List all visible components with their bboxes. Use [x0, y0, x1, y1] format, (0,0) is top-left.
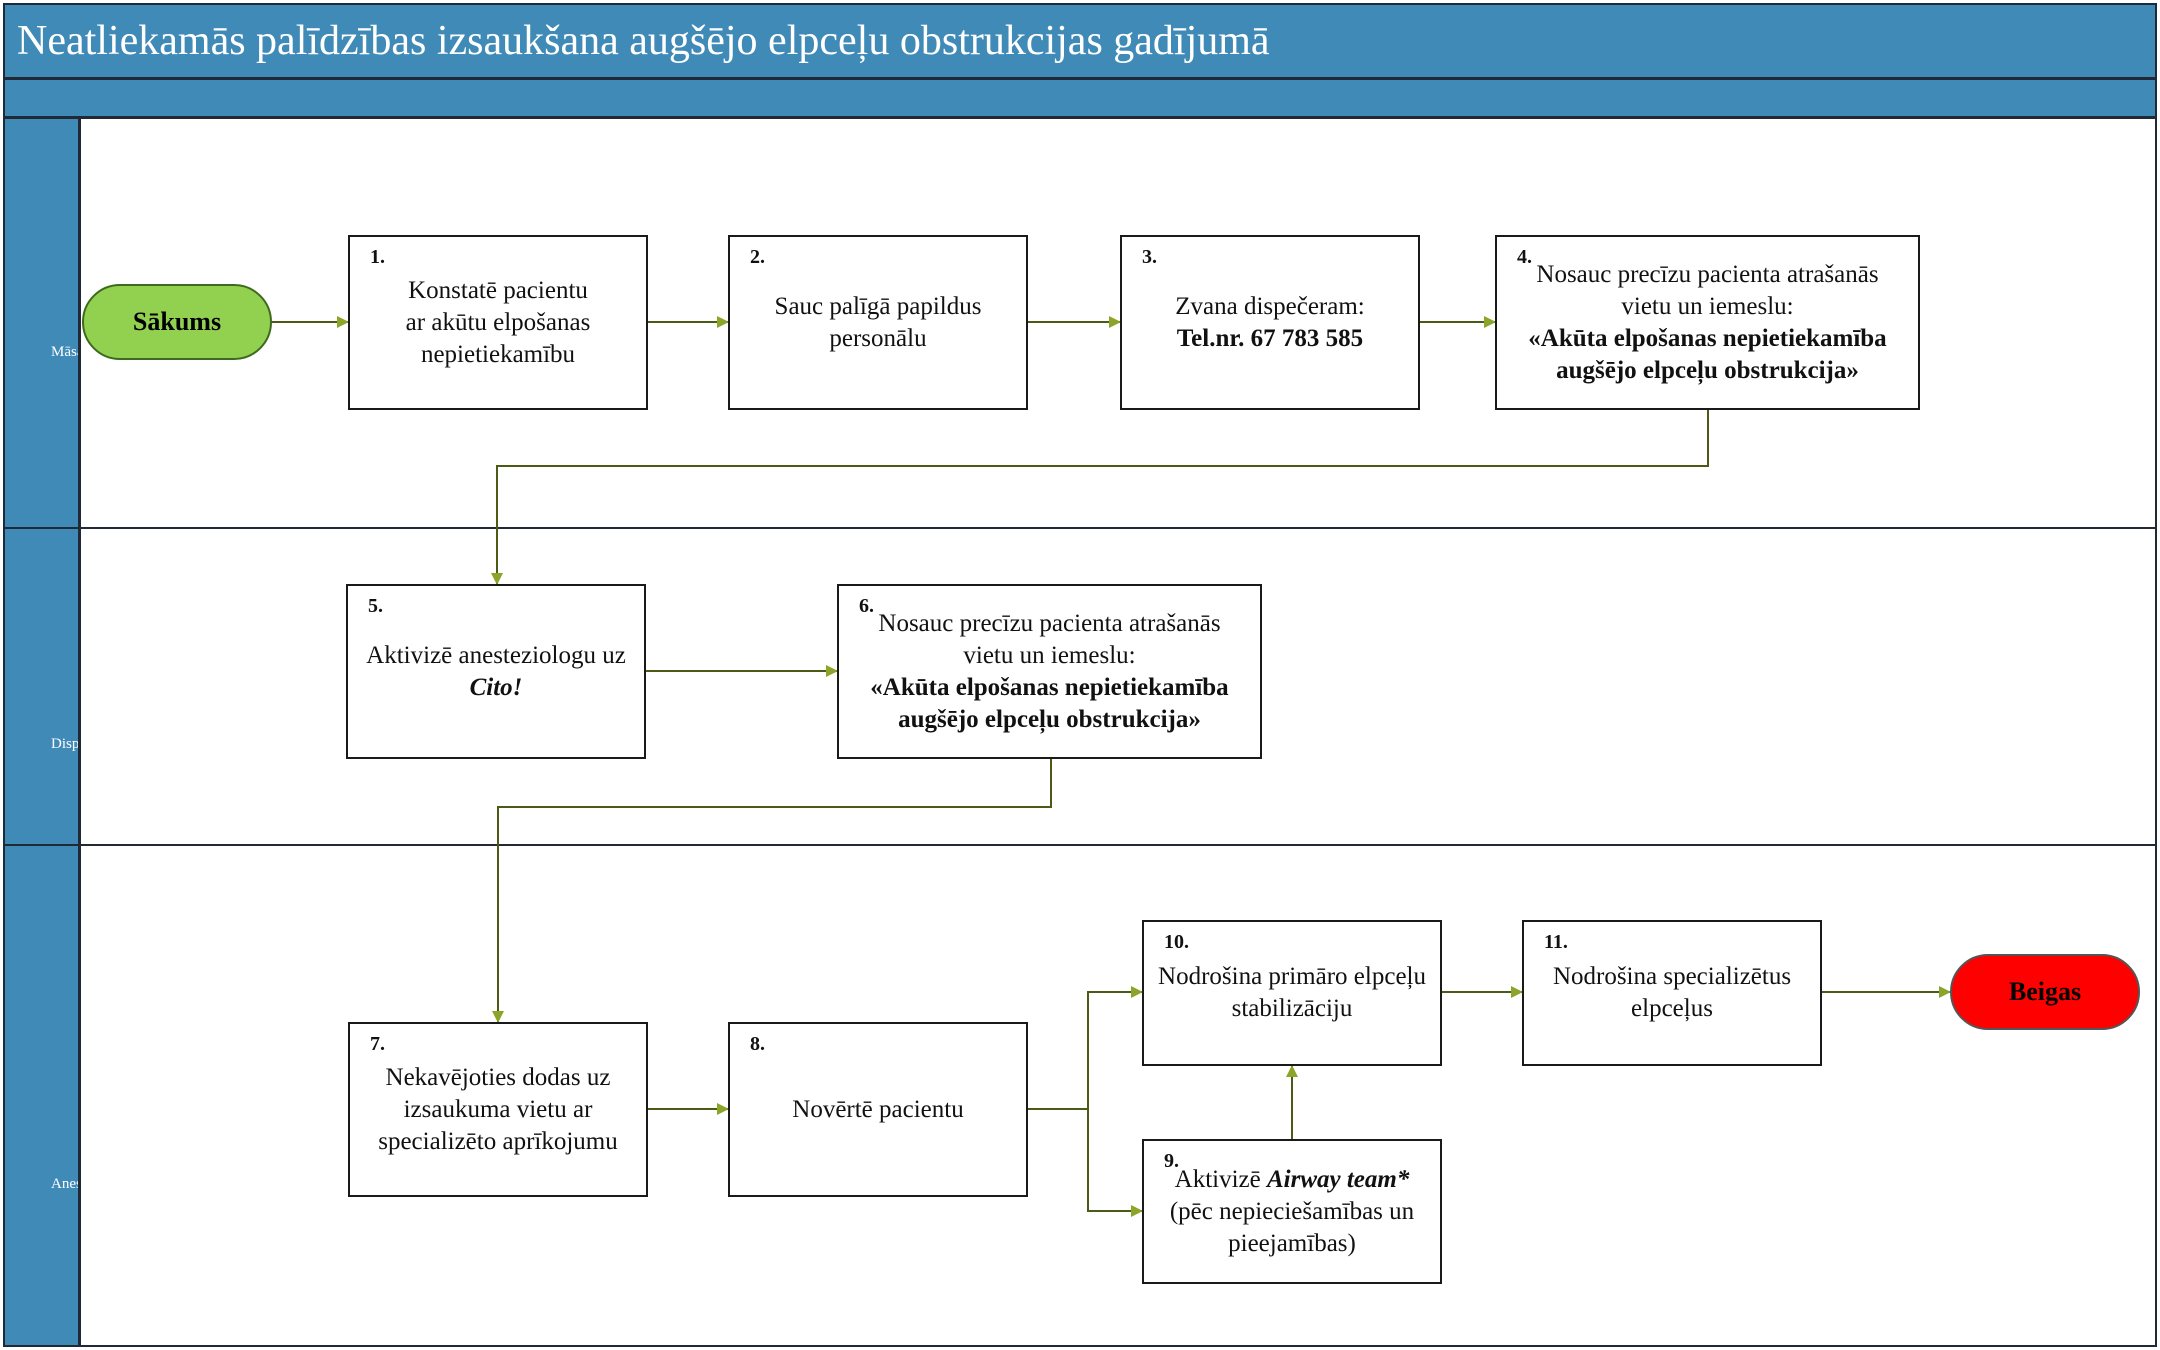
- step-6-line-1: Nosauc precīzu pacienta atrašanās: [878, 609, 1221, 637]
- step-11-number: 11.: [1544, 931, 1568, 953]
- lane-label-nurse: Māsa: [51, 344, 78, 360]
- step-4-line-2: vietu un iemeslu:: [1621, 292, 1794, 320]
- step-6-line-2: vietu un iemeslu:: [963, 641, 1136, 669]
- step-8-number: 8.: [750, 1033, 765, 1055]
- step-9-number: 9.: [1164, 1150, 1179, 1172]
- step-8-line-1: Novērtē pacientu: [792, 1095, 964, 1123]
- step-1-number: 1.: [370, 246, 385, 268]
- step-11-line-2: elpceļus: [1631, 995, 1713, 1022]
- step-4-number: 4.: [1517, 246, 1532, 268]
- lane-header-anesthesiologist: Anesteziologs: [3, 844, 80, 1347]
- step-3-box: 3. Zvana dispečeram: Tel.nr. 67 783 585: [1120, 235, 1420, 410]
- step-10-box: 10. Nodrošina primāro elpceļu stabilizāc…: [1142, 920, 1442, 1066]
- step-9-line-2: (pēc nepieciešamības un: [1169, 1197, 1415, 1225]
- lane-label-anesthesiologist: Anesteziologs: [51, 1176, 78, 1192]
- step-6-line-3: «Akūta elpošanas nepietiekamība: [870, 673, 1229, 701]
- end-terminator: Beigas: [1950, 954, 2140, 1030]
- step-9-airway-team: Airway team*: [1266, 1165, 1410, 1193]
- step-2-line-2: personālu: [829, 324, 927, 352]
- lane-header-dispatcher: Dispečers: [3, 527, 80, 846]
- step-8-box: 8. Novērtē pacientu: [728, 1022, 1028, 1197]
- lane-header-nurse: Māsa: [3, 117, 80, 529]
- step-7-number: 7.: [370, 1033, 385, 1055]
- step-9-line-1: Aktivizē Airway team*: [1170, 1164, 1414, 1196]
- step-11-line-1: Nodrošina specializētus: [1552, 963, 1792, 990]
- step-10-number: 10.: [1164, 931, 1189, 953]
- step-4-line-3: «Akūta elpošanas nepietiekamība: [1528, 324, 1887, 352]
- step-7-line-3: specializēto aprīkojumu: [378, 1127, 618, 1155]
- lane-label-dispatcher: Dispečers: [51, 736, 80, 752]
- step-3-phone: Tel.nr. 67 783 585: [1176, 324, 1364, 352]
- step-1-box: 1. Konstatē pacientu ar akūtu elpošanas …: [348, 235, 648, 410]
- diagram-title-bar: Neatliekamās palīdzības izsaukšana augšē…: [3, 3, 2157, 79]
- step-11-box: 11. Nodrošina specializētus elpceļus: [1522, 920, 1822, 1066]
- step-3-number: 3.: [1142, 246, 1157, 268]
- step-6-line-4: augšējo elpceļu obstrukcija»: [898, 705, 1201, 733]
- step-5-box: 5. Aktivizē anesteziologu uz Cito!: [346, 584, 646, 759]
- step-6-number: 6.: [859, 595, 874, 617]
- step-5-number: 5.: [368, 595, 383, 617]
- step-9-line-1-text: Aktivizē: [1174, 1165, 1267, 1193]
- end-label: Beigas: [2008, 977, 2082, 1006]
- step-10-line-1: Nodrošina primāro elpceļu: [1158, 963, 1426, 990]
- step-5-line-2: Cito!: [469, 673, 523, 701]
- step-4-line-4: augšējo elpceļu obstrukcija»: [1556, 356, 1859, 384]
- start-terminator: Sākums: [82, 284, 272, 360]
- step-2-line-1: Sauc palīgā papildus: [774, 292, 982, 320]
- diagram-title: Neatliekamās palīdzības izsaukšana augšē…: [17, 18, 1270, 64]
- step-3-line-1: Zvana dispečeram:: [1175, 292, 1365, 320]
- step-5-line-1: Aktivizē anesteziologu uz: [366, 641, 626, 669]
- step-1-line-3: nepietiekamību: [420, 340, 576, 368]
- step-6-box: 6. Nosauc precīzu pacienta atrašanās vie…: [837, 584, 1262, 759]
- step-9-line-3: pieejamības): [1228, 1229, 1356, 1257]
- step-7-box: 7. Nekavējoties dodas uz izsaukuma vietu…: [348, 1022, 648, 1197]
- header-sub-bar: [3, 78, 2157, 118]
- step-1-line-2: ar akūtu elpošanas: [405, 308, 591, 336]
- step-4-box: 4. Nosauc precīzu pacienta atrašanās vie…: [1495, 235, 1920, 410]
- start-label: Sākums: [132, 307, 222, 336]
- step-7-line-2: izsaukuma vietu ar: [403, 1095, 593, 1123]
- step-2-box: 2. Sauc palīgā papildus personālu: [728, 235, 1028, 410]
- step-7-line-1: Nekavējoties dodas uz: [385, 1063, 611, 1091]
- step-1-line-1: Konstatē pacientu: [408, 276, 588, 304]
- step-4-line-1: Nosauc precīzu pacienta atrašanās: [1536, 260, 1879, 288]
- step-10-line-2: stabilizāciju: [1231, 995, 1353, 1022]
- step-9-box: 9. Aktivizē Airway team* (pēc nepiecieša…: [1142, 1139, 1442, 1284]
- step-2-number: 2.: [750, 246, 765, 268]
